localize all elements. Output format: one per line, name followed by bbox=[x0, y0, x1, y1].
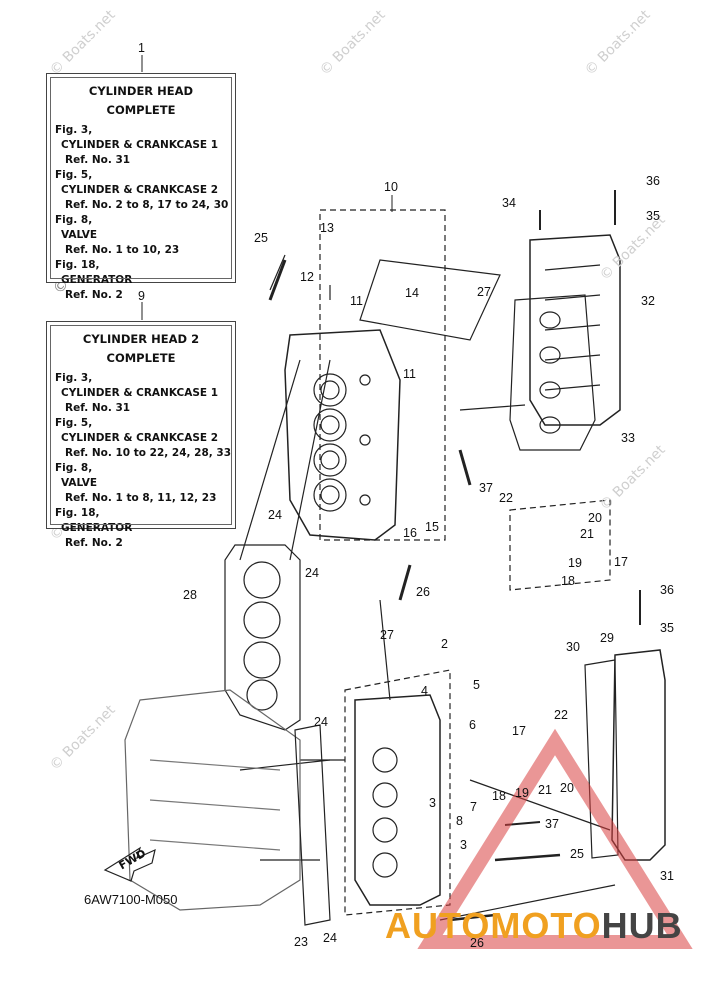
callout-25b: 25 bbox=[570, 847, 584, 861]
brand-triangle bbox=[417, 728, 693, 949]
callout-14: 14 bbox=[405, 286, 419, 300]
cylinder-block bbox=[124, 689, 301, 911]
callout-24b: 24 bbox=[305, 566, 319, 580]
callout-9: 9 bbox=[138, 289, 145, 303]
callout-24d: 24 bbox=[323, 931, 337, 945]
callout-32: 32 bbox=[641, 294, 655, 308]
callout-21b: 21 bbox=[538, 783, 552, 797]
callout-26: 26 bbox=[416, 585, 430, 599]
callout-21: 21 bbox=[580, 527, 594, 541]
fwd-arrow-outline bbox=[103, 846, 156, 882]
callout-29: 29 bbox=[600, 631, 614, 645]
gasket-33 bbox=[509, 294, 596, 451]
callout-35b: 35 bbox=[660, 621, 674, 635]
callout-16: 16 bbox=[403, 526, 417, 540]
callout-3b: 3 bbox=[460, 838, 467, 852]
callout-13: 13 bbox=[320, 221, 334, 235]
callout-25: 25 bbox=[254, 231, 268, 245]
cylinder-head-1 bbox=[354, 694, 441, 906]
callout-11b: 11 bbox=[403, 367, 416, 381]
callout-6: 6 bbox=[469, 718, 476, 732]
gasket-23 bbox=[294, 724, 331, 926]
callout-1: 1 bbox=[138, 41, 145, 55]
callout-34: 34 bbox=[502, 196, 516, 210]
callout-20b: 20 bbox=[560, 781, 574, 795]
callout-33: 33 bbox=[621, 431, 635, 445]
assembly-outline-17 bbox=[509, 499, 611, 591]
callout-19: 19 bbox=[568, 556, 582, 570]
callout-22b: 22 bbox=[554, 708, 568, 722]
callout-27b: 27 bbox=[380, 628, 394, 642]
cylinder-head-2 bbox=[284, 329, 401, 541]
callout-36b: 36 bbox=[660, 583, 674, 597]
callout-11: 11 bbox=[350, 294, 363, 308]
callout-27: 27 bbox=[477, 285, 491, 299]
callout-35: 35 bbox=[646, 209, 660, 223]
assembly-outline-10 bbox=[319, 209, 446, 541]
callout-28: 28 bbox=[183, 588, 197, 602]
callout-22: 22 bbox=[499, 491, 513, 505]
callout-17b: 17 bbox=[512, 724, 526, 738]
callout-10: 10 bbox=[384, 180, 398, 194]
callout-12: 12 bbox=[300, 270, 314, 284]
head-cover-29 bbox=[611, 649, 666, 861]
callout-24c: 24 bbox=[314, 715, 328, 729]
brand-logo: AUTOMOTOHUB bbox=[385, 905, 683, 946]
callout-23: 23 bbox=[294, 935, 308, 949]
callout-17: 17 bbox=[614, 555, 628, 569]
head-cover-32 bbox=[529, 234, 621, 426]
callout-30: 30 bbox=[566, 640, 580, 654]
callout-37b: 37 bbox=[545, 817, 559, 831]
callout-4: 4 bbox=[421, 684, 428, 698]
callout-37: 37 bbox=[479, 481, 493, 495]
callout-31: 31 bbox=[660, 869, 674, 883]
drawing-code: 6AW7100-M050 bbox=[84, 892, 178, 907]
callout-36: 36 bbox=[646, 174, 660, 188]
callout-8: 8 bbox=[456, 814, 463, 828]
callout-7: 7 bbox=[470, 800, 477, 814]
callout-26b: 26 bbox=[470, 936, 484, 950]
callout-18b: 18 bbox=[492, 789, 506, 803]
callout-5: 5 bbox=[473, 678, 480, 692]
callout-3: 3 bbox=[429, 796, 436, 810]
callout-2: 2 bbox=[441, 637, 448, 651]
callout-24: 24 bbox=[268, 508, 282, 522]
callout-18: 18 bbox=[561, 574, 575, 588]
callout-20: 20 bbox=[588, 511, 602, 525]
callout-19b: 19 bbox=[515, 786, 529, 800]
callout-15: 15 bbox=[425, 520, 439, 534]
